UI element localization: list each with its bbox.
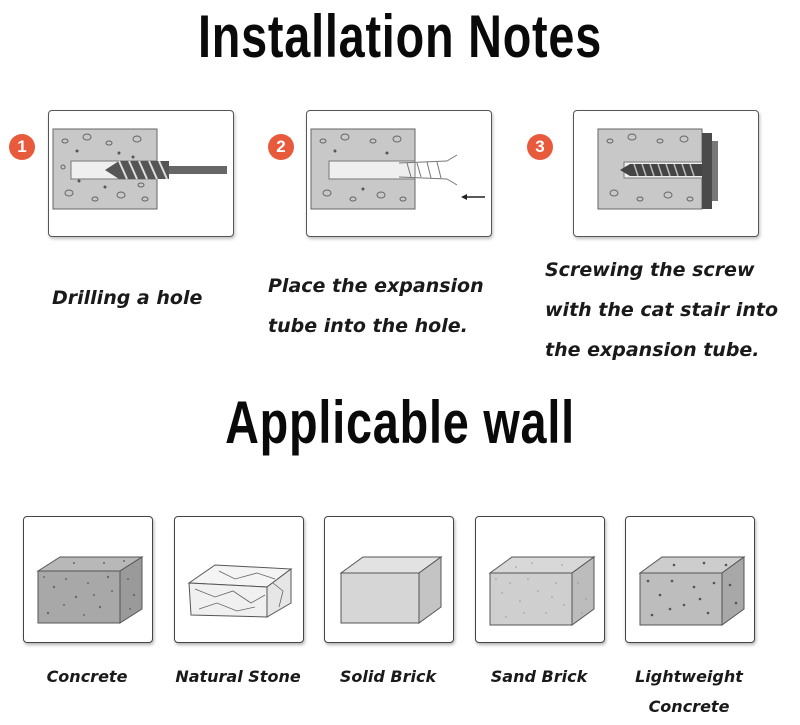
wall-label-sand-brick: Sand Brick: [490, 667, 588, 686]
natural-stone-icon: [187, 564, 293, 618]
step-3-caption: Screwing the screw with the cat stair in…: [545, 259, 779, 361]
wall-concrete: [23, 516, 153, 643]
wall-label-natural-stone: Natural Stone: [175, 667, 301, 686]
applicable-wall-title: Applicable wall: [225, 389, 575, 456]
wall-natural-stone: [174, 516, 304, 643]
drilling-illustration: [48, 110, 234, 237]
insert-tube-illustration: [306, 110, 492, 237]
wall-solid-brick: [324, 516, 454, 643]
wall-sand-brick: [475, 516, 605, 643]
solid-brick-icon: [339, 556, 443, 624]
screwing-illustration: [573, 110, 759, 237]
wall-label-solid-brick: Solid Brick: [339, 667, 437, 686]
step-3-badge: 3: [527, 134, 553, 160]
installation-title: Installation Notes: [197, 3, 603, 70]
screw-icon: [597, 128, 718, 210]
wall-label-concrete: Concrete: [46, 667, 128, 686]
step-2-caption: Place the expansion tube into the hole.: [268, 275, 484, 337]
sand-brick-icon: [488, 556, 596, 626]
drill-bit-icon: [52, 128, 227, 210]
lightweight-concrete-icon: [638, 556, 746, 626]
step-1-caption: Drilling a hole: [52, 287, 203, 309]
step-2-badge: 2: [268, 134, 294, 160]
concrete-block-icon: [36, 556, 144, 624]
wall-label-lightweight-concrete: Lightweight Concrete: [635, 667, 743, 716]
expansion-tube-icon: [310, 128, 485, 210]
wall-lightweight-concrete: [625, 516, 755, 643]
step-1-badge: 1: [9, 134, 35, 160]
